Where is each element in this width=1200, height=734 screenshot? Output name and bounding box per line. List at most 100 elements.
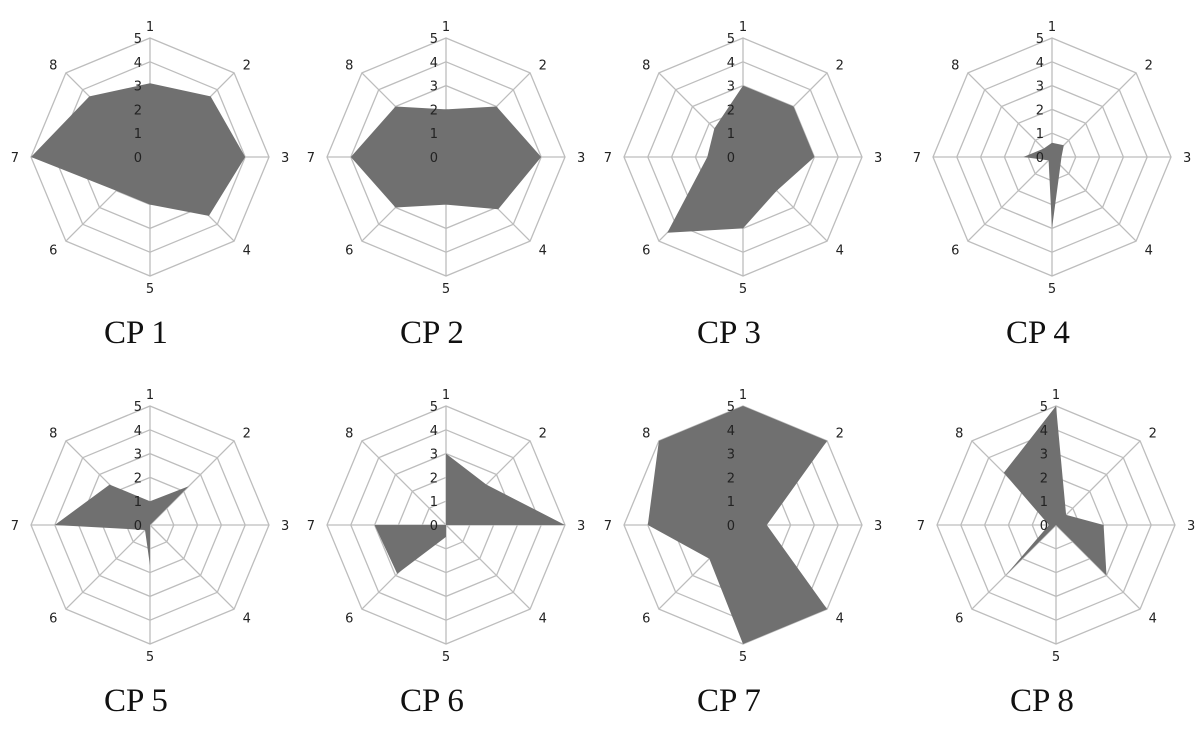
scale-tick-label: 3 — [134, 80, 142, 95]
data-polygon — [350, 106, 542, 210]
chart-title: CP 5 — [104, 683, 168, 719]
scale-tick-label: 0 — [430, 519, 438, 534]
axis-label-5: 5 — [1052, 650, 1060, 665]
chart-title: CP 8 — [1010, 683, 1074, 719]
scale-tick-label: 2 — [727, 103, 735, 118]
scale-tick-label: 2 — [1040, 471, 1048, 486]
scale-tick-label: 5 — [727, 400, 735, 415]
axis-label-7: 7 — [604, 519, 612, 534]
axis-label-4: 4 — [836, 612, 844, 627]
axis-label-4: 4 — [1149, 612, 1157, 627]
axis-label-1: 1 — [146, 20, 154, 35]
spoke-line — [149, 524, 235, 610]
spoke-line — [967, 156, 1053, 242]
scale-tick-label: 0 — [134, 519, 142, 534]
axis-label-6: 6 — [642, 244, 650, 259]
scale-tick-label: 3 — [1036, 80, 1044, 95]
axis-label-6: 6 — [951, 244, 959, 259]
data-polygon — [1003, 406, 1107, 576]
scale-tick-label: 5 — [1036, 32, 1044, 47]
axis-label-2: 2 — [1145, 58, 1153, 73]
axis-label-2: 2 — [836, 426, 844, 441]
axis-label-2: 2 — [243, 426, 251, 441]
axis-label-5: 5 — [739, 282, 747, 297]
axis-label-7: 7 — [913, 151, 921, 166]
scale-tick-label: 4 — [1036, 56, 1044, 71]
scale-tick-label: 3 — [134, 448, 142, 463]
axis-label-3: 3 — [874, 519, 882, 534]
scale-tick-label: 2 — [1036, 103, 1044, 118]
scale-tick-label: 4 — [1040, 424, 1048, 439]
axis-label-7: 7 — [917, 519, 925, 534]
axis-label-2: 2 — [243, 58, 251, 73]
axis-label-4: 4 — [243, 244, 251, 259]
axis-label-3: 3 — [281, 151, 289, 166]
axis-label-1: 1 — [1052, 388, 1060, 403]
axis-label-8: 8 — [955, 426, 963, 441]
chart-title: CP 4 — [1006, 315, 1070, 351]
axis-label-3: 3 — [577, 519, 585, 534]
data-polygon — [647, 406, 828, 644]
axis-label-6: 6 — [49, 244, 57, 259]
scale-tick-label: 5 — [134, 32, 142, 47]
data-polygon — [1023, 142, 1064, 229]
axis-label-3: 3 — [577, 151, 585, 166]
chart-title: CP 1 — [104, 315, 168, 351]
spoke-line — [1051, 156, 1137, 242]
scale-tick-label: 0 — [430, 151, 438, 166]
axis-label-1: 1 — [739, 20, 747, 35]
axis-label-7: 7 — [11, 519, 19, 534]
chart-title: CP 3 — [697, 315, 761, 351]
scale-tick-label: 5 — [430, 400, 438, 415]
scale-tick-label: 1 — [1036, 127, 1044, 142]
axis-label-7: 7 — [604, 151, 612, 166]
axis-label-8: 8 — [345, 426, 353, 441]
axis-label-8: 8 — [49, 426, 57, 441]
scale-tick-label: 4 — [134, 56, 142, 71]
chart-title: CP 2 — [400, 315, 464, 351]
axis-label-8: 8 — [642, 426, 650, 441]
scale-tick-label: 2 — [134, 471, 142, 486]
axis-label-1: 1 — [1048, 20, 1056, 35]
spoke-line — [445, 524, 531, 610]
scale-tick-label: 2 — [430, 103, 438, 118]
axis-label-6: 6 — [345, 244, 353, 259]
scale-tick-label: 1 — [430, 495, 438, 510]
scale-tick-label: 2 — [727, 471, 735, 486]
axis-label-8: 8 — [642, 58, 650, 73]
data-polygon — [667, 85, 815, 233]
scale-tick-label: 1 — [430, 127, 438, 142]
axis-label-2: 2 — [539, 426, 547, 441]
axis-label-3: 3 — [874, 151, 882, 166]
axis-label-7: 7 — [307, 519, 315, 534]
axis-label-3: 3 — [1187, 519, 1195, 534]
scale-tick-label: 1 — [727, 495, 735, 510]
axis-label-3: 3 — [281, 519, 289, 534]
axis-label-5: 5 — [146, 282, 154, 297]
scale-tick-label: 4 — [727, 56, 735, 71]
axis-label-4: 4 — [836, 244, 844, 259]
axis-label-4: 4 — [539, 612, 547, 627]
scale-tick-label: 0 — [727, 519, 735, 534]
scale-tick-label: 5 — [430, 32, 438, 47]
axis-label-8: 8 — [951, 58, 959, 73]
scale-tick-label: 0 — [727, 151, 735, 166]
axis-label-1: 1 — [146, 388, 154, 403]
scale-tick-label: 5 — [134, 400, 142, 415]
scale-tick-label: 2 — [134, 103, 142, 118]
scale-tick-label: 5 — [727, 32, 735, 47]
scale-tick-label: 4 — [430, 424, 438, 439]
scale-tick-label: 3 — [430, 80, 438, 95]
axis-label-7: 7 — [11, 151, 19, 166]
axis-label-4: 4 — [243, 612, 251, 627]
axis-label-6: 6 — [642, 612, 650, 627]
chart-title: CP 7 — [697, 683, 761, 719]
scale-tick-label: 3 — [430, 448, 438, 463]
data-polygon — [374, 453, 565, 574]
axis-label-6: 6 — [49, 612, 57, 627]
